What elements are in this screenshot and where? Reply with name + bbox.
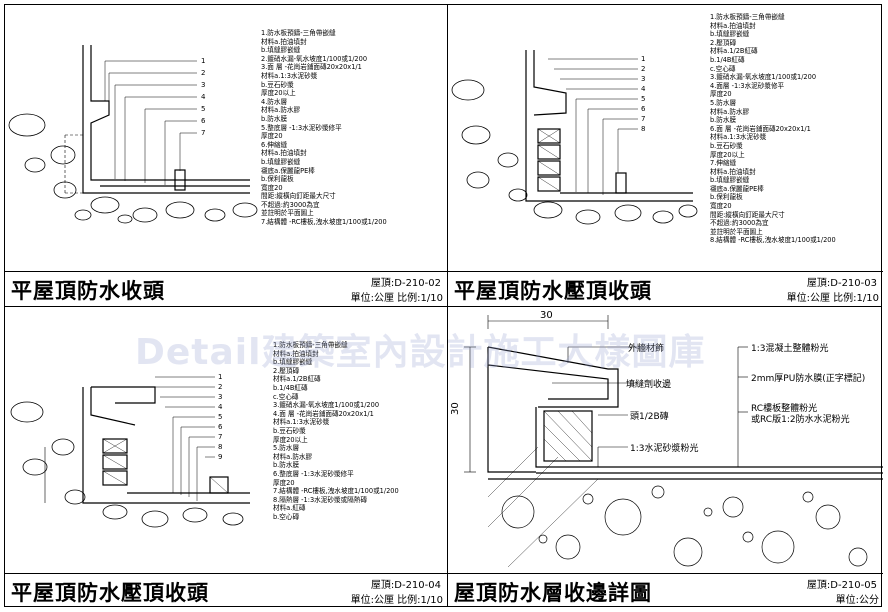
svg-text:1: 1 bbox=[641, 55, 645, 63]
drawing-sheet: 1 2 3 4 5 6 7 1.防水板預鑄-三角帶嵌縫 材料a.拍油填封 b.填… bbox=[4, 4, 883, 609]
panel-divider-horizontal bbox=[5, 306, 881, 307]
label-wall-finish: 外牆材飾 bbox=[628, 344, 665, 354]
dimension-top: 30 bbox=[540, 310, 553, 321]
label-concrete-finish: 1:3混凝土整體粉光 bbox=[751, 344, 829, 354]
callout-4: 4 bbox=[201, 93, 206, 101]
drawing-scale-2: 單位:公厘 比例:1/10 bbox=[786, 293, 879, 304]
svg-text:6: 6 bbox=[218, 423, 223, 431]
svg-text:2: 2 bbox=[641, 65, 645, 73]
spec-notes-3: 1.防水板預鑄-三角帶嵌縫 材料a.拍油填封 b.填縫膠嵌縫 2.壓頂磚 材料a… bbox=[273, 341, 399, 521]
svg-text:6: 6 bbox=[641, 105, 646, 113]
svg-text:2: 2 bbox=[218, 383, 222, 391]
svg-text:1: 1 bbox=[218, 373, 222, 381]
svg-text:8: 8 bbox=[641, 125, 645, 133]
detail-drawing-4: 30 30 bbox=[450, 310, 883, 568]
dimension-left: 30 bbox=[450, 402, 461, 415]
detail-drawing-1: 1 2 3 4 5 6 7 bbox=[8, 45, 258, 224]
callout-numbers-3: 1 2 3 4 5 6 7 8 9 bbox=[218, 373, 223, 461]
label-brick: 頭1/2B磚 bbox=[630, 412, 669, 422]
detail-panel-1: 1 2 3 4 5 6 7 1.防水板預鑄-三角帶嵌縫 材料a.拍油填封 b.填… bbox=[5, 5, 447, 271]
detail-drawing-2: 1 2 3 4 5 6 7 8 bbox=[451, 50, 698, 225]
svg-text:5: 5 bbox=[641, 95, 645, 103]
label-mortar: 1:3水泥砂漿粉光 bbox=[630, 444, 699, 454]
svg-text:5: 5 bbox=[218, 413, 222, 421]
panel-divider-vertical bbox=[447, 5, 448, 606]
callout-7: 7 bbox=[201, 129, 205, 137]
drawing-code-3: 屋頂:D-210-04 bbox=[370, 580, 441, 591]
drawing-code-1: 屋頂:D-210-02 bbox=[370, 278, 441, 289]
spec-notes-2: 1.防水板預鑄-三角帶嵌縫 材料a.拍油填封 b.填縫膠嵌縫 2.壓頂磚 材料a… bbox=[710, 13, 836, 245]
drawing-title-3: 平屋頂防水壓頂收頭 bbox=[11, 581, 209, 605]
callout-5: 5 bbox=[201, 105, 205, 113]
label-rc-slab: RC樓板整體粉光 bbox=[751, 404, 818, 414]
drawing-code-2: 屋頂:D-210-03 bbox=[806, 278, 877, 289]
svg-text:4: 4 bbox=[218, 403, 223, 411]
detail-panel-4: 30 30 bbox=[448, 307, 883, 573]
label-pu-membrane: 2mm厚PU防水膜(正字標記) bbox=[751, 374, 866, 384]
detail-panel-2: 1 2 3 4 5 6 7 8 1.防水板預鑄-三角帶嵌縫 材料a.拍油填封 b… bbox=[448, 5, 883, 271]
title-block-3: 平屋頂防水壓頂收頭 屋頂:D-210-04 單位:公厘 比例:1/10 bbox=[5, 573, 447, 609]
callout-1: 1 bbox=[201, 57, 205, 65]
svg-text:8: 8 bbox=[218, 443, 222, 451]
title-block-1: 平屋頂防水收頭 屋頂:D-210-02 單位:公厘 比例:1/10 bbox=[5, 271, 447, 307]
svg-text:7: 7 bbox=[641, 115, 645, 123]
drawing-title-2: 平屋頂防水壓頂收頭 bbox=[454, 279, 652, 303]
callout-6: 6 bbox=[201, 117, 206, 125]
title-block-2: 平屋頂防水壓頂收頭 屋頂:D-210-03 單位:公厘 比例:1/10 bbox=[448, 271, 883, 307]
detail-drawing-3: 1 2 3 4 5 6 7 8 9 bbox=[10, 373, 250, 528]
drawing-scale-1: 單位:公厘 比例:1/10 bbox=[350, 293, 443, 304]
drawing-code-4: 屋頂:D-210-05 bbox=[806, 580, 877, 591]
callout-2: 2 bbox=[201, 69, 205, 77]
label-sealant: 填縫劑收邊 bbox=[626, 380, 672, 390]
drawing-title-4: 屋頂防水層收邊詳圖 bbox=[454, 581, 652, 605]
detail-panel-3: 1 2 3 4 5 6 7 8 9 1.防水板預鑄-三角帶嵌縫 材料a.拍油填封… bbox=[5, 307, 447, 573]
callout-numbers-1: 1 2 3 4 5 6 7 bbox=[201, 57, 206, 137]
svg-text:3: 3 bbox=[218, 393, 222, 401]
drawing-scale-3: 單位:公厘 比例:1/10 bbox=[350, 595, 443, 606]
svg-text:9: 9 bbox=[218, 453, 222, 461]
label-rc-alt: 或RC版1:2防水水泥粉光 bbox=[751, 415, 850, 425]
title-block-4: 屋頂防水層收邊詳圖 屋頂:D-210-05 單位:公分 bbox=[448, 573, 883, 609]
callout-3: 3 bbox=[201, 81, 205, 89]
svg-text:4: 4 bbox=[641, 85, 646, 93]
drawing-scale-4: 單位:公分 bbox=[835, 595, 879, 606]
spec-notes-1: 1.防水板預鑄-三角帶嵌縫 材料a.拍油填封 b.填縫膠嵌縫 2.鍍硝水漏-氧水… bbox=[261, 29, 387, 227]
svg-text:7: 7 bbox=[218, 433, 222, 441]
drawing-title-1: 平屋頂防水收頭 bbox=[11, 279, 165, 303]
callout-numbers-2: 1 2 3 4 5 6 7 8 bbox=[641, 55, 646, 133]
svg-text:3: 3 bbox=[641, 75, 645, 83]
